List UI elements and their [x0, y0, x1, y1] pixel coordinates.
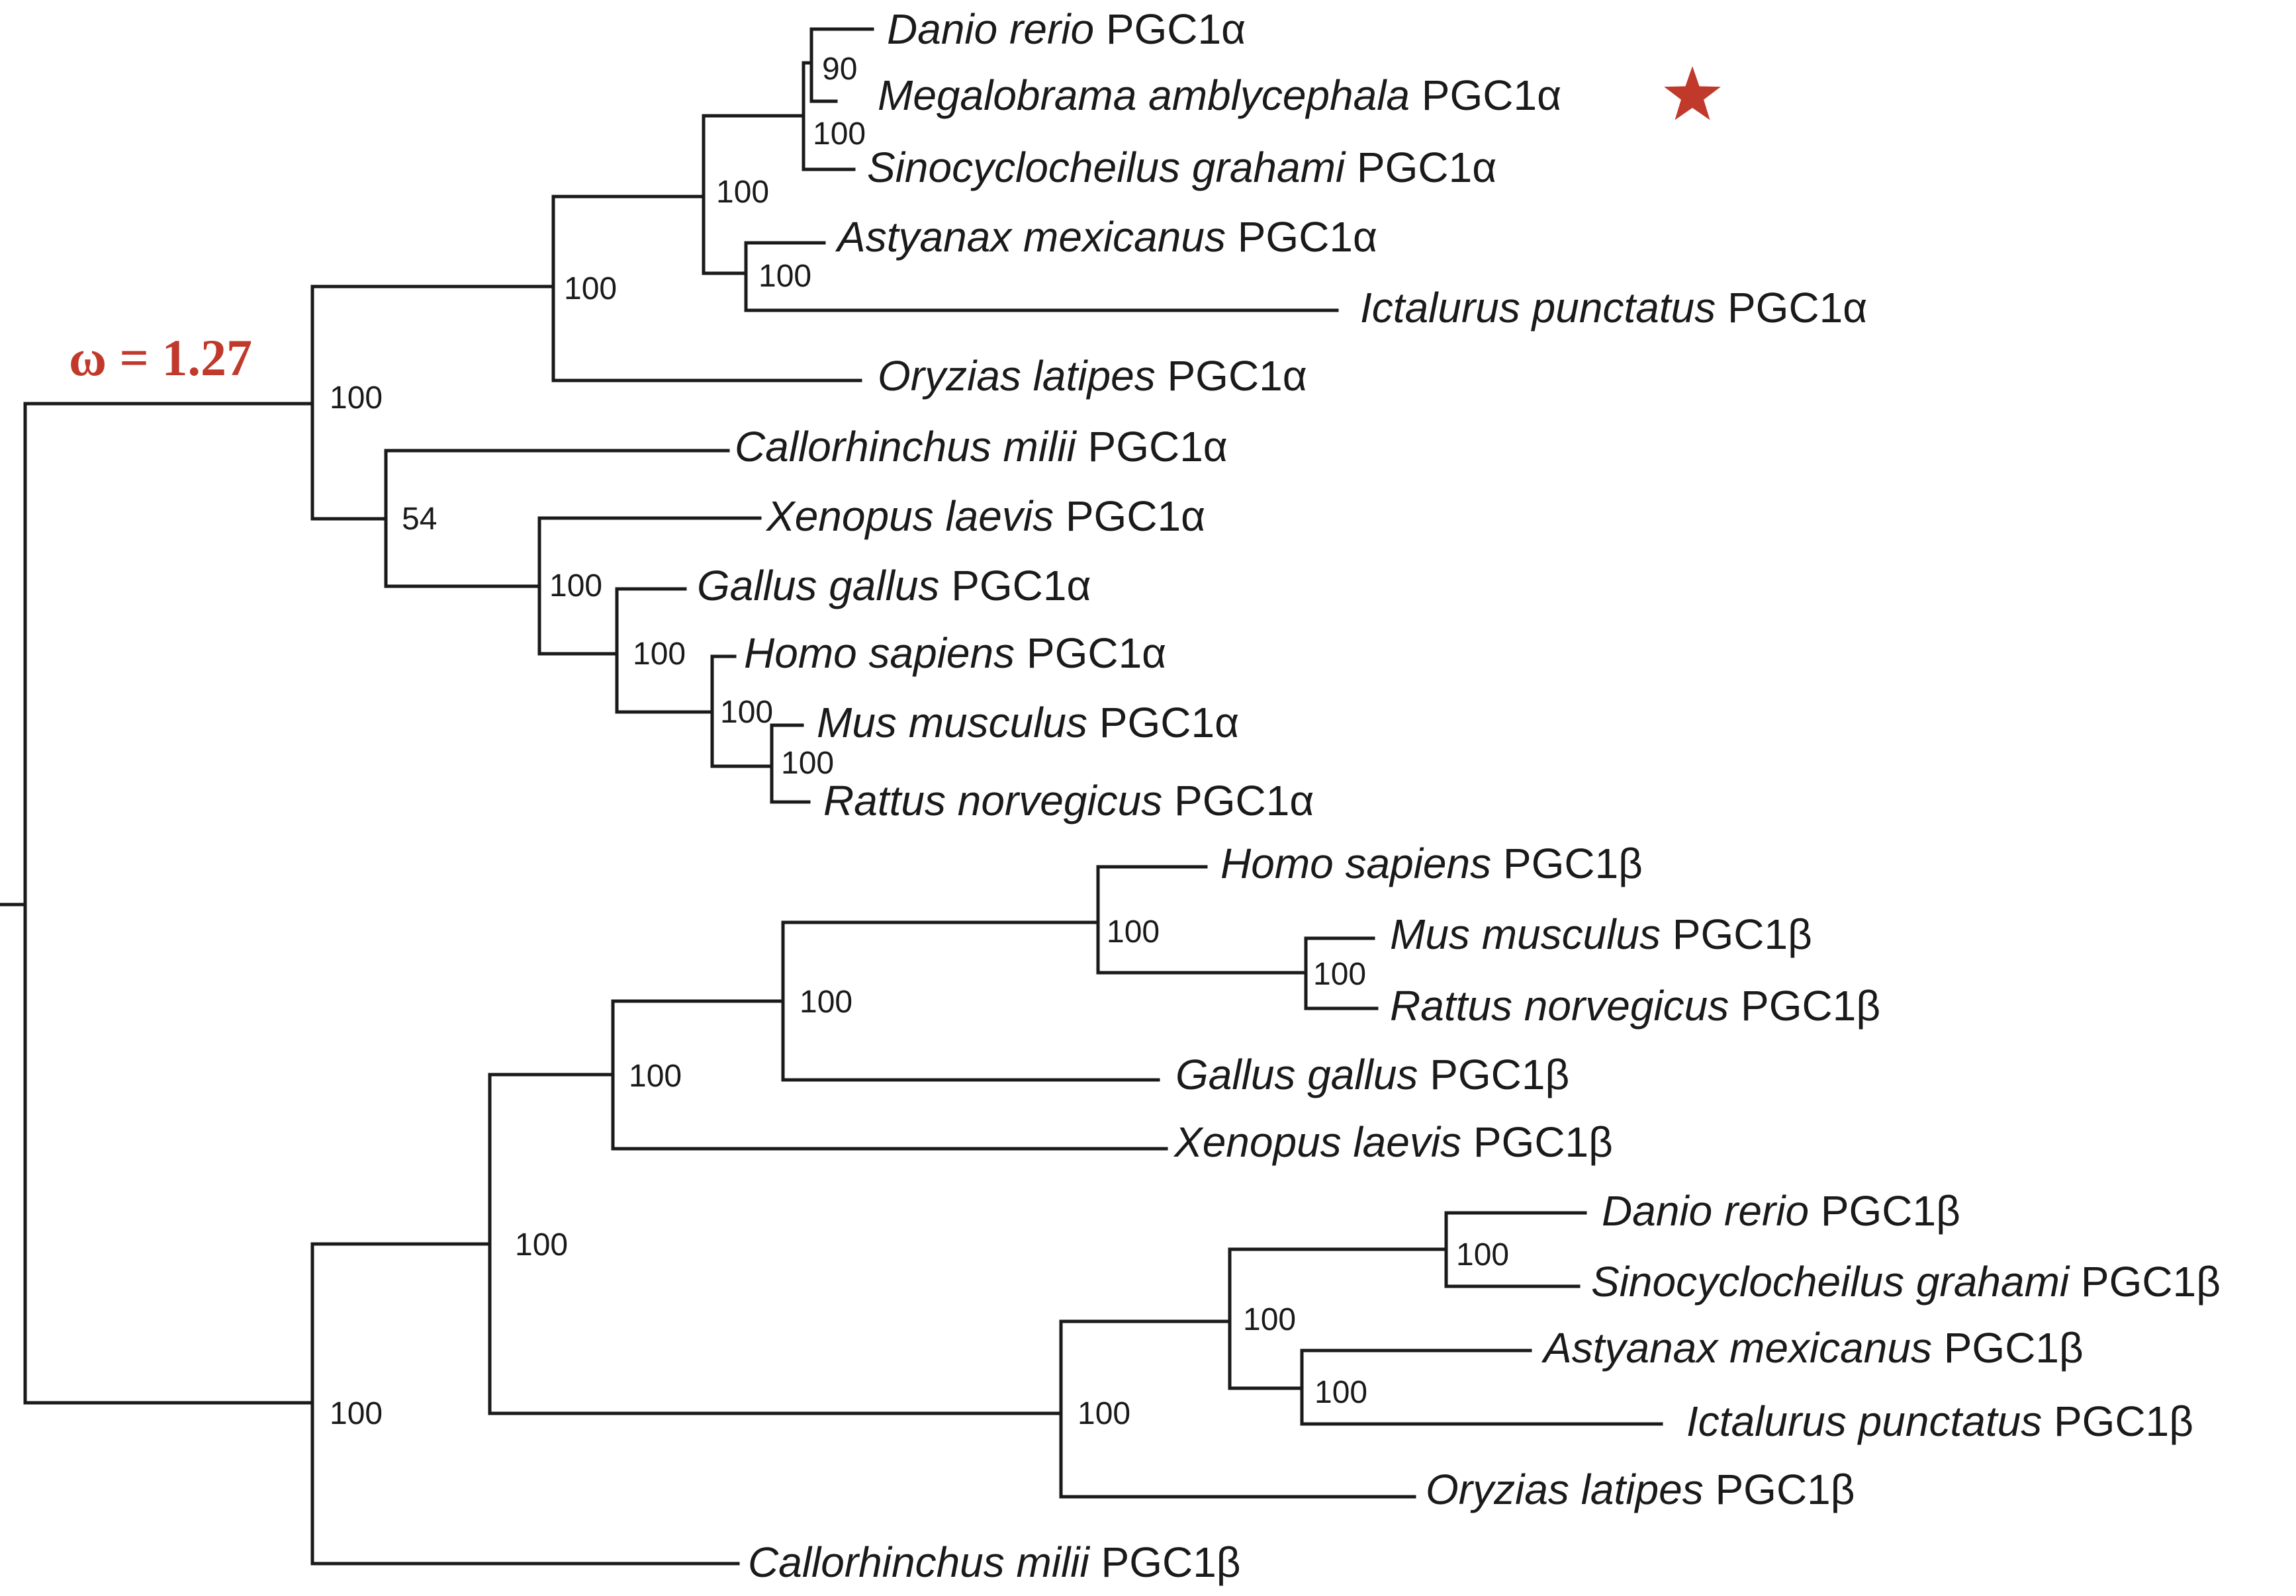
taxon-label: Callorhinchus milii PGC1β — [748, 1538, 1241, 1586]
taxon-label: Mus musculus PGC1β — [1390, 910, 1812, 958]
bootstrap-values: 90 100 100 100 100 100 54 100 100 100 10… — [330, 52, 1509, 1431]
taxon-label: Callorhinchus milii PGC1α — [735, 423, 1228, 470]
taxon-label: Sinocyclocheilus grahami PGC1β — [1591, 1258, 2221, 1306]
bootstrap-value: 100 — [1243, 1302, 1296, 1337]
taxon-label: Megalobrama amblycephala PGC1α — [878, 71, 1561, 119]
taxon-label: Mus musculus PGC1α — [817, 699, 1239, 746]
taxon-label: Danio rerio PGC1α — [887, 5, 1246, 53]
bootstrap-value: 100 — [330, 1396, 383, 1431]
red-star-icon — [1664, 66, 1721, 120]
taxon-label: Rattus norvegicus PGC1α — [823, 777, 1314, 824]
bootstrap-value: 100 — [1078, 1396, 1130, 1431]
taxon-label: Homo sapiens PGC1β — [1220, 840, 1643, 887]
bootstrap-value: 100 — [1456, 1237, 1509, 1272]
bootstrap-value: 100 — [813, 116, 866, 152]
bootstrap-value: 100 — [758, 259, 811, 294]
taxon-label: Sinocyclocheilus grahami PGC1α — [867, 144, 1496, 191]
bootstrap-value: 100 — [1313, 957, 1366, 992]
bootstrap-value: 100 — [1107, 914, 1160, 950]
taxon-label: Astyanax mexicanus PGC1β — [1541, 1324, 2084, 1372]
bootstrap-value: 100 — [330, 380, 383, 416]
bootstrap-value: 100 — [515, 1227, 568, 1263]
bootstrap-value: 100 — [716, 175, 769, 210]
taxon-label: Gallus gallus PGC1α — [697, 562, 1091, 609]
taxon-label: Xenopus laevis PGC1α — [765, 492, 1205, 540]
taxon-label: Oryzias latipes PGC1α — [878, 352, 1307, 400]
bootstrap-value: 100 — [800, 985, 852, 1020]
bootstrap-value: 100 — [720, 695, 773, 730]
taxon-label: Xenopus laevis PGC1β — [1173, 1118, 1613, 1166]
taxon-label: Homo sapiens PGC1α — [744, 629, 1166, 677]
omega-label: ω = 1.27 — [69, 329, 252, 386]
taxon-label: Gallus gallus PGC1β — [1175, 1051, 1569, 1098]
bootstrap-value: 100 — [781, 746, 834, 781]
taxon-label: Danio rerio PGC1β — [1602, 1187, 1960, 1235]
taxon-label: Ictalurus punctatus PGC1α — [1360, 284, 1867, 332]
taxon-label: Ictalurus punctatus PGC1β — [1686, 1397, 2193, 1445]
taxon-label: Rattus norvegicus PGC1β — [1390, 982, 1880, 1030]
bootstrap-value: 100 — [564, 271, 617, 306]
tree-branches — [0, 27, 1663, 1566]
bootstrap-value: 54 — [402, 502, 437, 537]
taxon-labels: Danio rerio PGC1α Megalobrama amblycepha… — [697, 5, 2221, 1586]
taxon-label: Astyanax mexicanus PGC1α — [835, 213, 1377, 261]
bootstrap-value: 100 — [633, 637, 686, 672]
bootstrap-value: 100 — [1314, 1375, 1367, 1410]
bootstrap-value: 100 — [549, 568, 602, 603]
bootstrap-value: 100 — [629, 1059, 682, 1094]
bootstrap-value: 90 — [822, 52, 857, 87]
taxon-label: Oryzias latipes PGC1β — [1426, 1466, 1855, 1513]
